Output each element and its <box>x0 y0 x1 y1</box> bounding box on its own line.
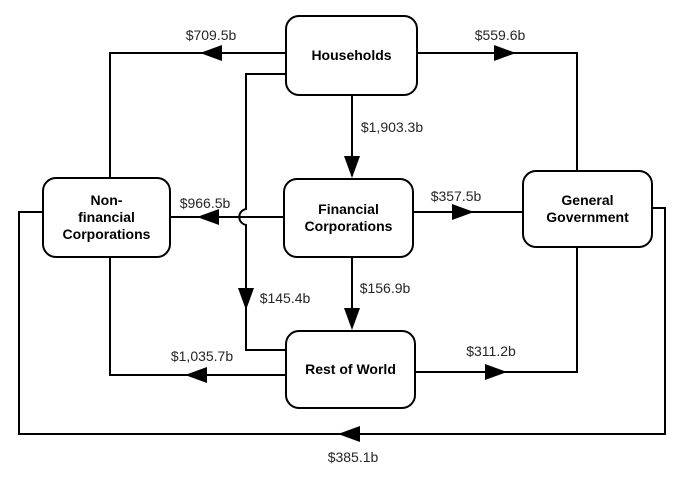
arrowhead-right-icon <box>494 45 516 61</box>
flow-label-households-to-financial: $1,903.3b <box>360 119 424 135</box>
arrowhead-left-icon <box>185 367 207 383</box>
arrowhead-down-icon <box>344 308 360 330</box>
node-label: Corporations <box>62 226 151 242</box>
node-label: Government <box>546 209 629 225</box>
flow-label-government-to-nonfinancial: $385.1b <box>327 449 379 465</box>
flow-label-financial-to-government: $357.5b <box>430 188 482 204</box>
node-rest-of-world: Rest of World <box>285 330 416 409</box>
node-financial-corporations: Financial Corporations <box>283 178 414 258</box>
edge-households-to-government <box>417 52 578 170</box>
node-label: Non- <box>90 192 123 208</box>
edge-households-to-restofworld <box>238 73 285 351</box>
flow-label-households-to-restofworld: $145.4b <box>259 290 311 306</box>
node-label: Households <box>311 47 392 63</box>
arrowhead-down-icon <box>344 156 360 178</box>
node-label: Financial <box>318 201 379 217</box>
flow-label-restofworld-to-government: $311.2b <box>466 343 516 359</box>
arrowhead-right-icon <box>485 364 507 380</box>
arrowhead-down-icon <box>238 288 254 310</box>
node-general-government: General Government <box>522 170 653 248</box>
edge-restofworld-to-government <box>415 248 578 373</box>
node-label: Corporations <box>304 218 393 234</box>
arrowhead-left-icon <box>197 209 219 225</box>
arrowhead-right-icon <box>452 204 474 220</box>
node-label: General <box>561 192 614 208</box>
edge-restofworld-to-nonfinancial <box>109 258 285 376</box>
node-nonfinancial-corporations: Non- financial Corporations <box>42 177 171 258</box>
arrowhead-left-icon <box>338 426 360 442</box>
node-label: Rest of World <box>305 361 396 377</box>
flow-label-households-to-government: $559.6b <box>474 27 526 43</box>
edge-households-to-nonfinancial <box>109 52 285 177</box>
flow-label-households-to-nonfinancial: $709.5b <box>185 27 237 43</box>
node-households: Households <box>285 15 418 96</box>
flow-label-restofworld-to-nonfinancial: $1,035.7b <box>170 348 234 364</box>
node-label: financial <box>78 209 135 225</box>
flow-label-financial-to-nonfinancial: $966.5b <box>179 195 231 211</box>
arrowhead-left-icon <box>200 45 222 61</box>
flow-label-financial-to-restofworld: $156.9b <box>359 280 411 296</box>
